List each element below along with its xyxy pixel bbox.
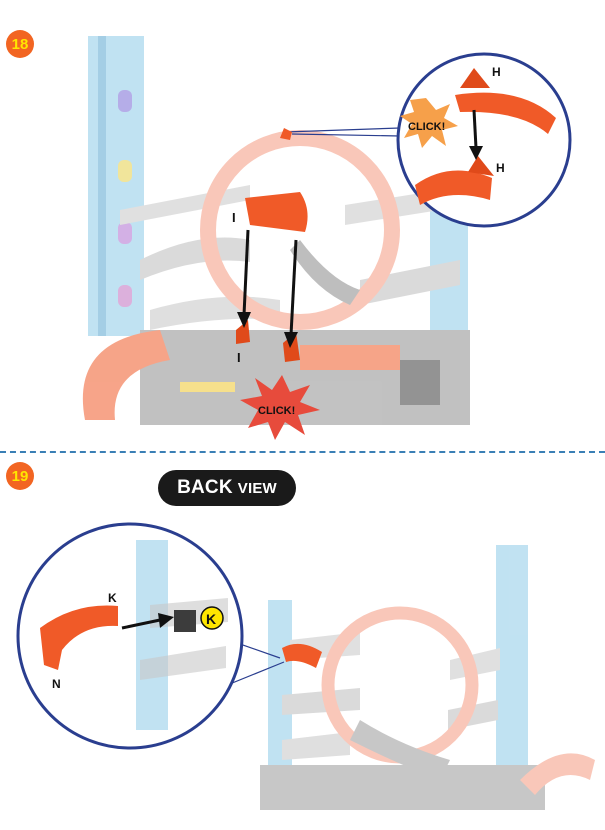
section-divider: [0, 451, 605, 453]
step-number-badge: 19: [6, 462, 34, 490]
step-18-illustration: I I CLICK! CLICK! H H: [82, 36, 572, 440]
piece-label-k: K: [108, 591, 117, 605]
click-label-inset: CLICK!: [408, 121, 445, 133]
playset-back-illustration: [260, 545, 595, 810]
piece-label-i-top: I: [232, 210, 236, 225]
connector-slot-k: [174, 610, 196, 632]
piece-label-n: N: [52, 677, 61, 691]
curved-piece-kn: [40, 605, 118, 670]
connector-i: [236, 320, 250, 344]
down-arrow-icon: [237, 229, 298, 348]
slot-label-k: K: [206, 611, 216, 627]
click-burst-icon: CLICK!: [240, 375, 320, 440]
detail-inset-h: CLICK! H H: [396, 52, 572, 228]
back-view-small: VIEW: [237, 479, 277, 497]
piece-label-i-bottom: I: [237, 350, 241, 365]
back-view-main: BACK: [177, 477, 233, 498]
inset-label-h-bottom: H: [496, 161, 505, 175]
right-arrow-icon: [121, 618, 161, 630]
detail-inset-k: K N K: [16, 522, 285, 750]
marker-k-icon: [200, 606, 224, 630]
step-number-badge: 18: [6, 30, 34, 58]
inset-label-h-top: H: [492, 65, 501, 79]
step-19-illustration: K N K: [16, 522, 595, 810]
placed-track-piece: [282, 643, 322, 668]
track-piece-i: [245, 192, 308, 232]
click-label-main: CLICK!: [258, 405, 295, 417]
